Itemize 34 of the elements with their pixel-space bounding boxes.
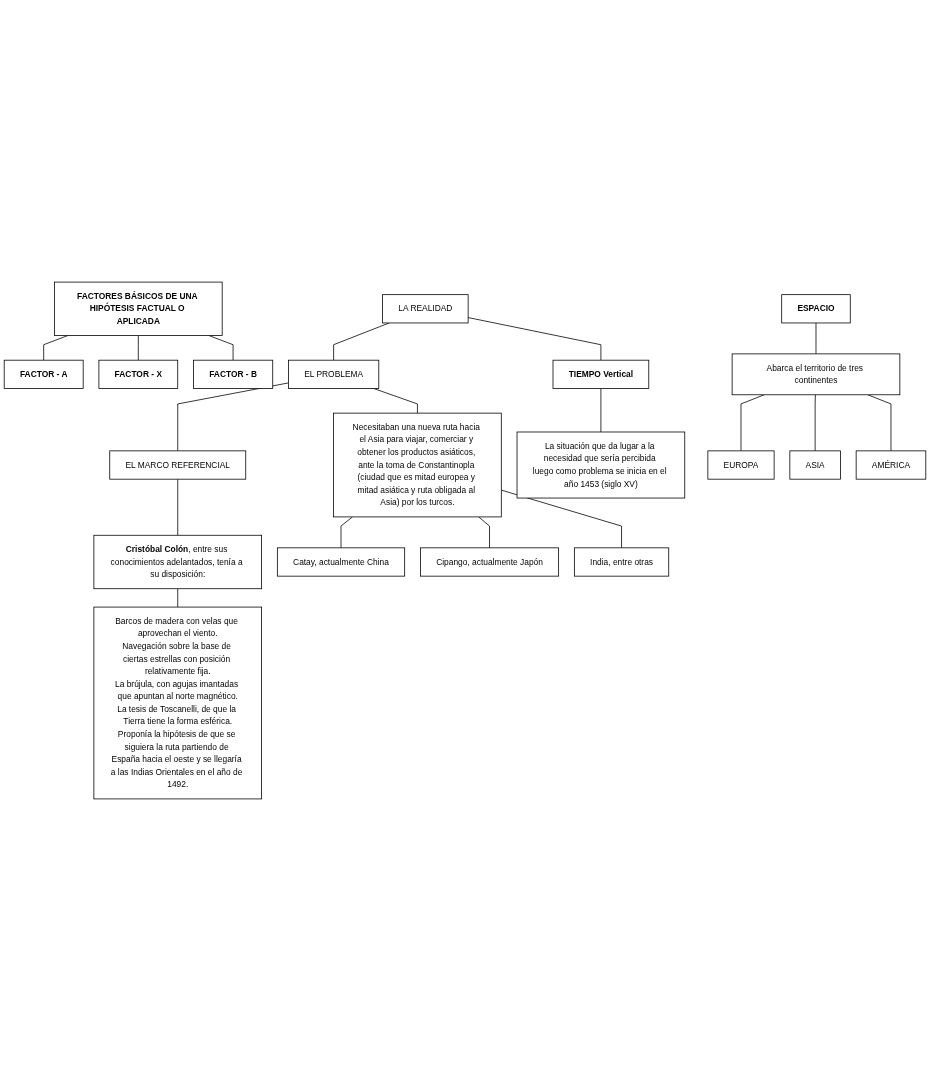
connector xyxy=(740,394,765,452)
node-box: EL MARCO REFERENCIAL xyxy=(109,450,247,480)
connector xyxy=(333,322,390,361)
node-box: Barcos de madera con velas que aprovechan el viento. Navegación sobre la base de ciertas estrellas con posición relativamente fija. La brújula, con agujas imantadas que apuntan al norte magnético. La tesis de Toscanelli, de que la Tierra tiene la forma esférica. Proponía la hipótesis de que se siguiera la ruta partiendo de España hacia el oeste y se llegaría a las Indias Orientales en el año de 1492. xyxy=(93,606,262,800)
connector xyxy=(467,317,602,361)
node-box: EUROPA xyxy=(707,450,775,480)
connector xyxy=(177,382,289,452)
node-box: EL PROBLEMA xyxy=(288,359,380,389)
node-box: FACTOR - A xyxy=(3,359,84,389)
node-box: FACTORES BÁSICOS DE UNA HIPÓTESIS FACTUAL O APLICADA xyxy=(54,281,223,336)
connector xyxy=(478,516,490,549)
node-box: Abarca el territorio de tres continentes xyxy=(731,353,901,396)
connector xyxy=(340,516,353,549)
node-box: La situación que da lugar a la necesidad que sería percibida luego como problema se inicia en el año 1453 (siglo XV) xyxy=(516,431,686,499)
node-box: FACTOR - X xyxy=(98,359,179,389)
node-box: India, entre otras xyxy=(573,547,670,577)
node-box: Cipango, actualmente Japón xyxy=(420,547,560,577)
connector xyxy=(137,335,139,361)
connector xyxy=(500,489,622,549)
node-box: ESPACIO xyxy=(781,294,851,324)
node-box: Cristóbal Colón, entre sus conocimientos adelantados, tenía a su disposición: xyxy=(93,534,262,590)
connector xyxy=(177,478,179,536)
connector xyxy=(815,322,817,355)
connector xyxy=(600,388,602,433)
connector xyxy=(867,394,892,452)
node-box: AMÉRICA xyxy=(855,450,927,480)
node-box: Necesitaban una nueva ruta hacia el Asia para viajar, comerciar y obtener los productos asiáticos, ante la toma de Constantinopla (ciudad que es mitad europea y mitad asiática y ruta obligada al Asia) por los turcos. xyxy=(333,412,502,518)
node-box: Catay, actualmente China xyxy=(276,547,406,577)
node-box: FACTOR - B xyxy=(193,359,274,389)
connector xyxy=(177,588,179,608)
node-box: TIEMPO Vertical xyxy=(552,359,650,389)
connector xyxy=(814,394,816,452)
node-box: ASIA xyxy=(789,450,841,480)
node-box: LA REALIDAD xyxy=(382,294,469,324)
